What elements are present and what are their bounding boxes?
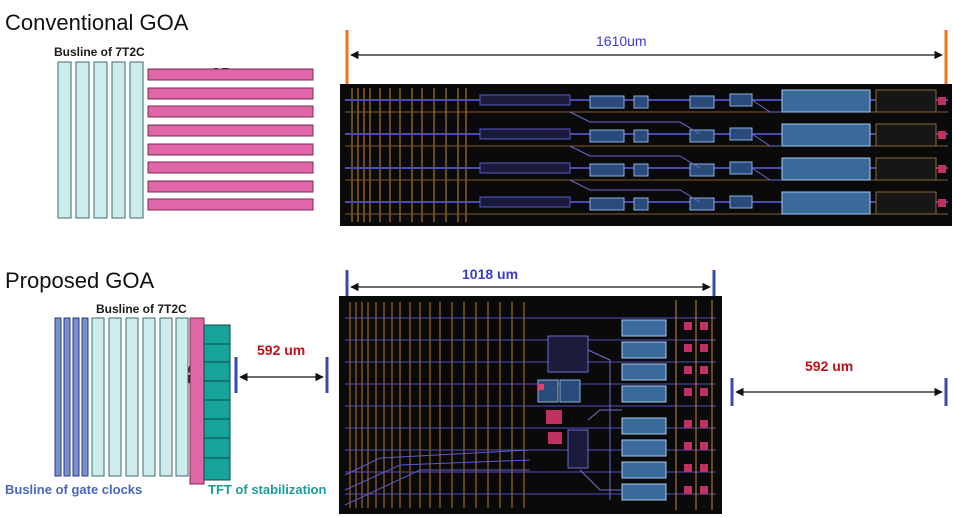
proposed-sr-column — [189, 317, 205, 485]
conventional-sr-stage — [147, 143, 314, 156]
proposed-busline-bar — [91, 317, 105, 477]
saving-label-left: 592 um — [257, 342, 306, 358]
tft-stabilization-label: TFT of stabilization — [208, 482, 327, 497]
gate-clock-line — [81, 317, 89, 477]
conventional-width-label: 1610um — [596, 33, 647, 49]
proposed-busline-label: Busline of 7T2C — [96, 302, 187, 316]
proposed-busline-bar — [159, 317, 173, 477]
conventional-sr-stage — [147, 105, 314, 118]
conventional-busline-bar — [75, 61, 90, 219]
gate-clock-line — [63, 317, 71, 477]
proposed-busline-bar — [125, 317, 139, 477]
proposed-width-label: 1018 um — [462, 266, 519, 282]
conventional-busline-bar — [93, 61, 108, 219]
proposed-goa-title: Proposed GOA — [5, 268, 155, 293]
saving-dimension-left — [234, 357, 329, 393]
conventional-busline-bar — [111, 61, 126, 219]
conventional-sr-stage — [147, 180, 314, 193]
saving-label-right: 592 um — [805, 358, 854, 374]
proposed-layout-image — [339, 296, 722, 514]
gate-clock-line — [72, 317, 80, 477]
proposed-busline-bar — [108, 317, 122, 477]
gate-clock-busline-group — [54, 317, 89, 477]
tft-stabilization-column — [203, 324, 231, 481]
gate-clock-line — [54, 317, 62, 477]
proposed-busline-group — [91, 317, 189, 477]
saving-dimension-right — [730, 378, 948, 406]
conventional-sr-group — [147, 68, 314, 211]
conventional-goa-title: Conventional GOA — [5, 10, 189, 35]
gate-clock-label: Busline of gate clocks — [5, 482, 143, 497]
proposed-busline-bar — [142, 317, 156, 477]
conventional-sr-stage — [147, 124, 314, 137]
conventional-busline-bar — [129, 61, 144, 219]
conventional-busline-bar — [57, 61, 72, 219]
conventional-layout-image — [340, 84, 952, 226]
conventional-sr-stage — [147, 198, 314, 211]
conventional-sr-stage — [147, 87, 314, 100]
conventional-busline-label: Busline of 7T2C — [54, 45, 145, 59]
conventional-busline-group — [57, 61, 144, 219]
conventional-sr-stage — [147, 161, 314, 174]
proposed-busline-bar — [175, 317, 189, 477]
conventional-sr-stage — [147, 68, 314, 81]
conventional-width-dimension — [345, 30, 948, 90]
proposed-width-dimension — [345, 270, 716, 296]
